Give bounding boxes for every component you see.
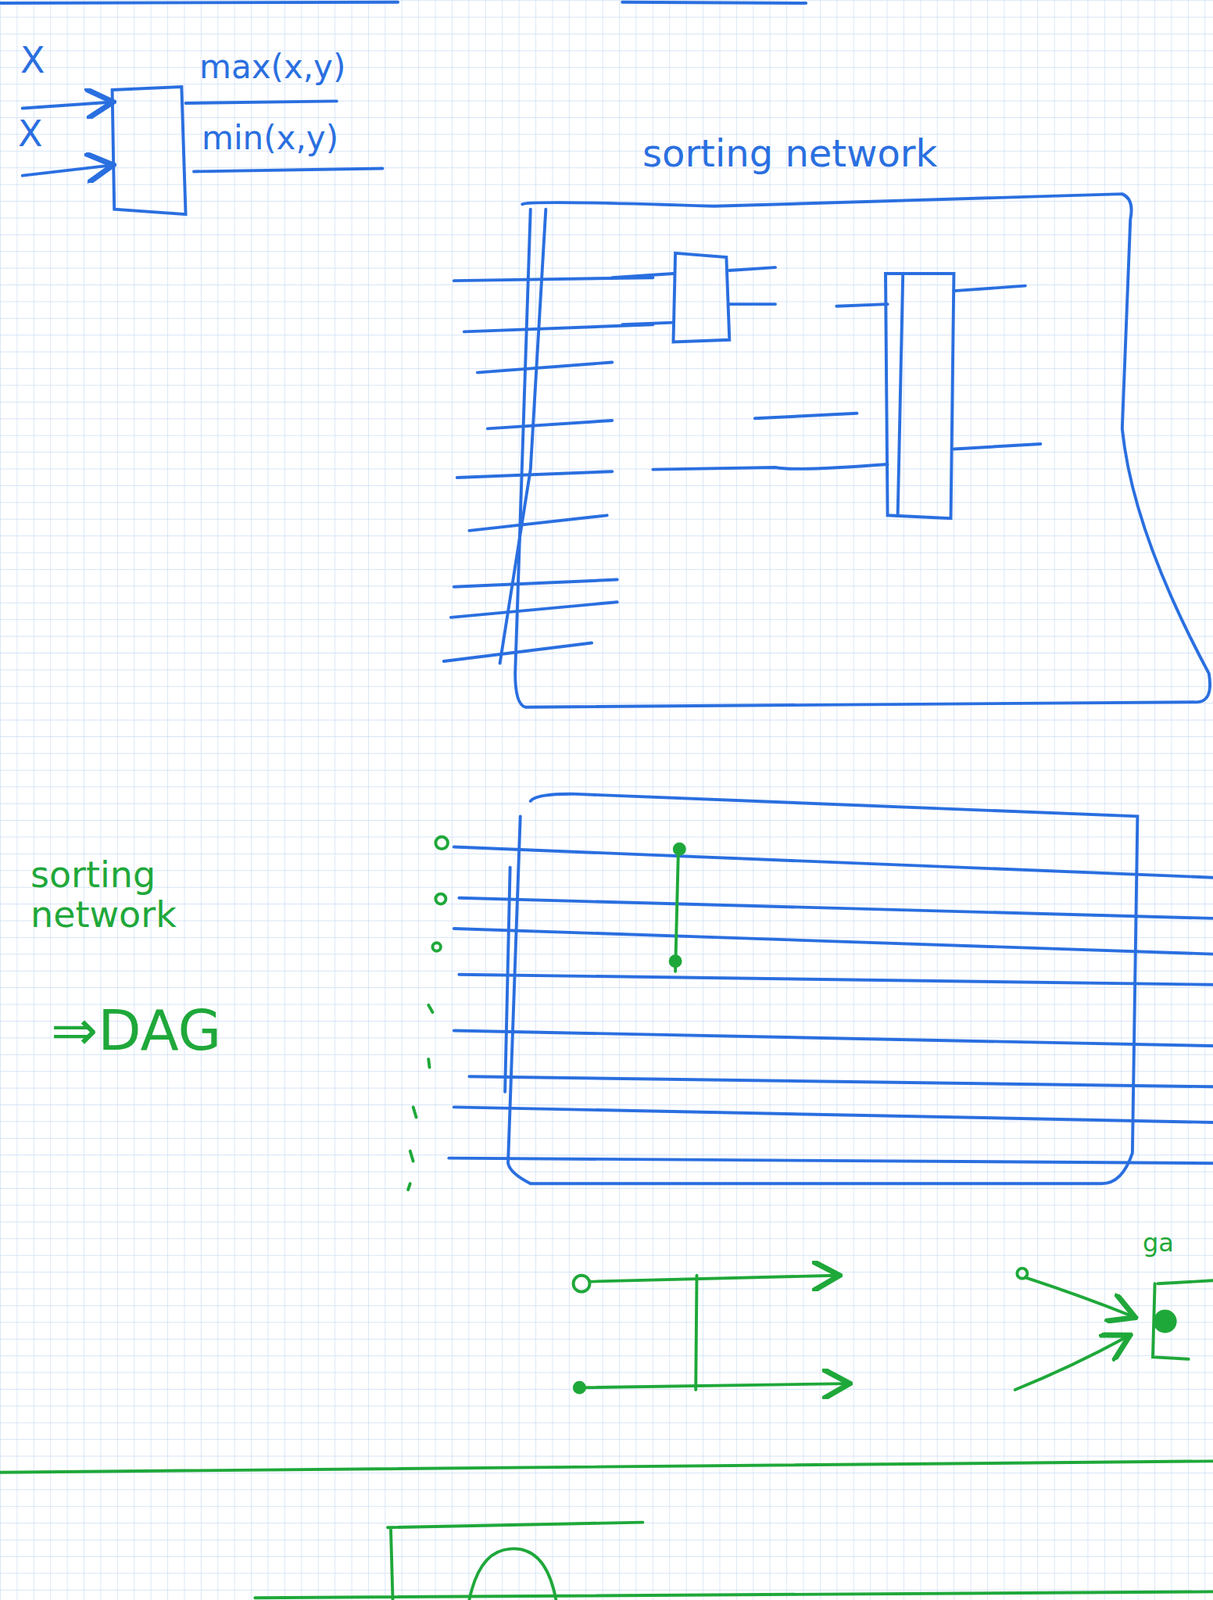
heading-label: sorting network	[642, 132, 938, 175]
output-label: max(x,y)	[199, 49, 346, 86]
input-label: X	[20, 40, 46, 81]
output-label: min(x,y)	[201, 120, 339, 157]
note-label: sorting network	[30, 855, 281, 934]
green-ink	[0, 836, 1213, 1600]
cut-label: ga	[1142, 1229, 1174, 1257]
note-label: ⇒DAG	[50, 999, 222, 1062]
blue-ink	[0, 2, 1213, 1185]
input-label: X	[17, 114, 43, 154]
